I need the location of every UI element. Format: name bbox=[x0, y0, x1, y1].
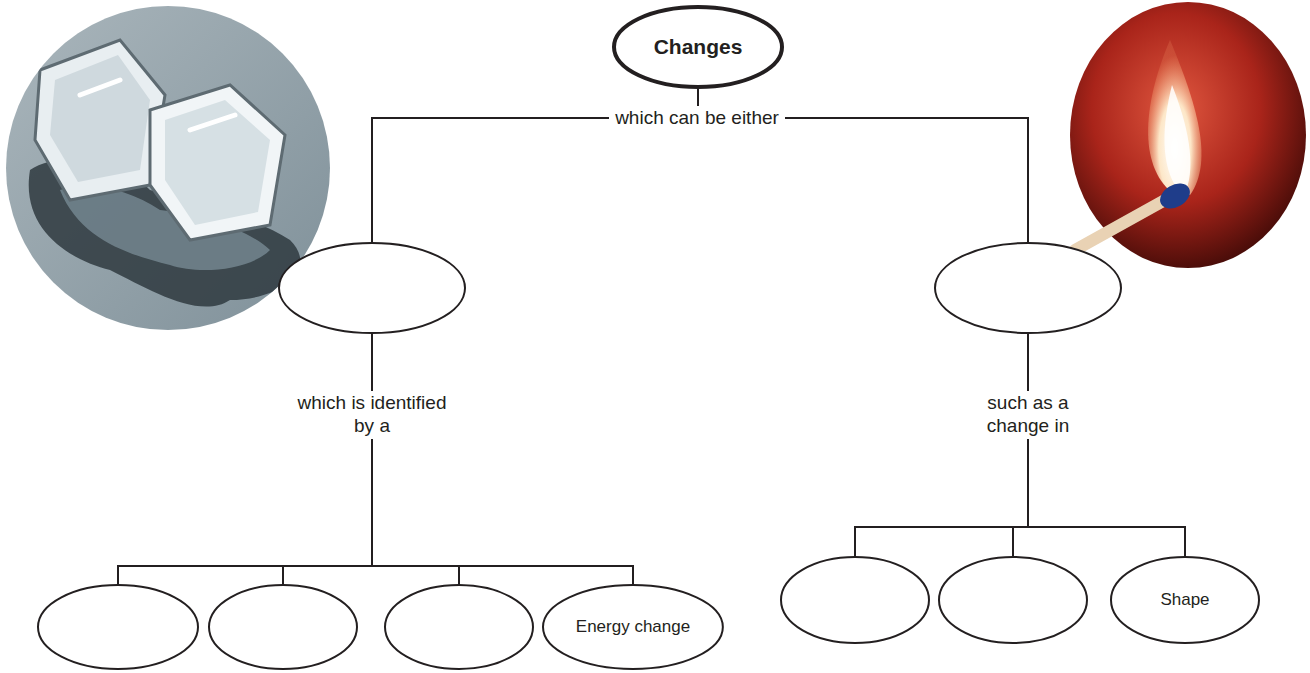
oval-outline bbox=[278, 242, 466, 334]
ice-highlight bbox=[80, 80, 235, 130]
match-head bbox=[1156, 178, 1195, 213]
connector-line bbox=[283, 333, 372, 585]
central-concept: Changes bbox=[654, 35, 743, 59]
linking-phrase: such as a change in bbox=[962, 391, 1094, 439]
oval-outline bbox=[37, 584, 199, 670]
concept-oval-blank: Shape bbox=[1110, 556, 1260, 644]
concept-oval-blank bbox=[780, 556, 930, 644]
oval-outline bbox=[938, 556, 1088, 644]
connector-line bbox=[372, 333, 459, 585]
oval-outline bbox=[780, 556, 930, 644]
match-ground bbox=[1070, 2, 1306, 268]
oval-shape bbox=[543, 585, 723, 669]
oval-shape bbox=[279, 243, 465, 333]
oval-shape bbox=[614, 7, 782, 87]
oval-shape bbox=[38, 585, 198, 669]
oval-shape bbox=[1111, 557, 1259, 643]
connector-line bbox=[372, 333, 633, 585]
ice-cube-face bbox=[50, 55, 150, 182]
concept-text: Shape bbox=[1160, 590, 1209, 610]
ice-cube bbox=[150, 85, 285, 240]
concept-oval-blank bbox=[208, 584, 358, 670]
connector-line bbox=[855, 333, 1028, 557]
flame-core bbox=[1164, 85, 1190, 190]
match-photo bbox=[1070, 2, 1306, 268]
linking-phrase: which is identified by a bbox=[291, 391, 453, 439]
concept-oval-blank bbox=[37, 584, 199, 670]
concept-oval-blank bbox=[384, 584, 534, 670]
ice-cube bbox=[35, 40, 165, 200]
concept-oval-blank bbox=[938, 556, 1088, 644]
match-stick bbox=[1075, 200, 1165, 250]
oval-shape bbox=[781, 557, 929, 643]
concept-oval-blank bbox=[934, 242, 1122, 334]
concept-oval-blank bbox=[278, 242, 466, 334]
concept-text: Energy change bbox=[576, 617, 690, 637]
oval-shape bbox=[939, 557, 1087, 643]
concept-oval-blank: Energy change bbox=[542, 584, 724, 670]
oval-shape bbox=[935, 243, 1121, 333]
oval-outline bbox=[208, 584, 358, 670]
concept-oval: Changes bbox=[612, 5, 784, 89]
flame bbox=[1148, 40, 1201, 195]
oval-shape bbox=[209, 585, 357, 669]
linking-phrase: which can be either bbox=[609, 106, 785, 131]
connector-line bbox=[1028, 333, 1185, 557]
oval-outline bbox=[934, 242, 1122, 334]
oval-shape bbox=[385, 585, 533, 669]
connector-line bbox=[1013, 333, 1028, 557]
connector-line bbox=[118, 333, 372, 585]
oval-outline bbox=[384, 584, 534, 670]
